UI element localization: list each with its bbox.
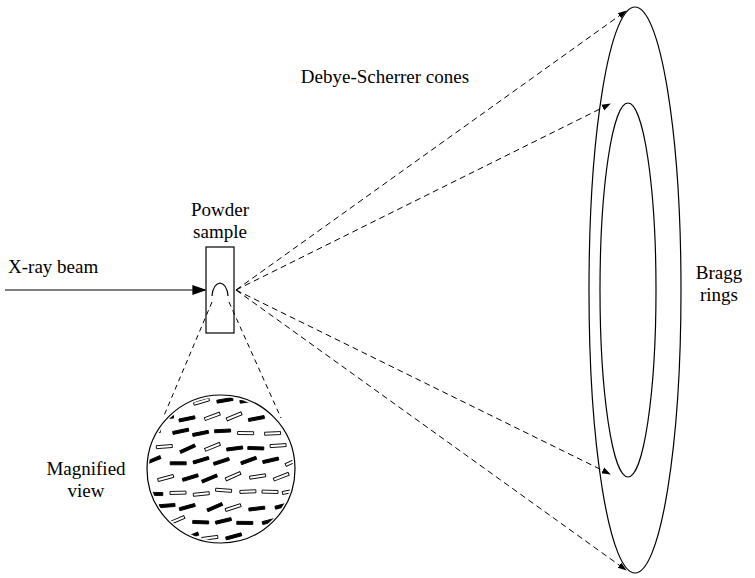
grain [248,446,264,450]
grain [158,474,174,481]
grain [193,520,209,524]
magnified-circle [147,395,295,543]
grain [156,444,172,448]
grain [240,490,256,494]
grain [202,535,218,540]
grain [226,533,242,540]
grain [263,457,279,463]
grain [227,446,243,451]
grain [265,432,281,436]
grain [205,442,221,451]
grain [193,492,209,497]
grain [160,535,176,542]
grain [180,444,196,453]
grain [283,400,299,404]
rings-label: Bragg rings [686,262,752,306]
grain [169,516,185,525]
grain [240,398,256,403]
grain [275,502,291,509]
grain [193,456,209,463]
grain [252,536,268,539]
inner-bragg-ring [600,103,656,477]
grain [217,397,233,403]
grain [182,474,198,482]
grain [225,472,241,481]
grain [215,518,231,525]
grain [147,492,163,495]
xray-beam [5,289,205,290]
grain [270,444,286,448]
grain [262,518,278,525]
debye-scherrer-cones [236,11,626,570]
sample-holder [206,247,234,333]
beam-label: X-ray beam [8,256,118,278]
grain [282,489,298,495]
grain [207,502,223,511]
grain [213,457,229,465]
grain [273,472,289,481]
grain [249,474,265,479]
grain [170,491,186,494]
sample-label: Powder sample [180,199,260,243]
grain [297,475,313,479]
grain [204,412,220,420]
grain [297,445,313,453]
grain [202,474,218,483]
grain [147,398,163,407]
grain [260,398,276,402]
cone-label: Debye-Scherrer cones [270,66,500,88]
magnified-label: Magnified view [30,458,142,502]
grain [298,503,314,512]
grain [193,398,209,405]
grain [179,504,195,511]
grain [216,488,232,492]
outer-bragg-ring [589,7,681,573]
sample-grain [212,283,228,296]
grain [249,506,265,511]
grain [179,416,195,422]
grain [173,428,189,434]
grain [238,431,254,434]
grain [159,503,175,507]
grain [285,457,301,466]
grain [286,518,302,526]
grain [147,518,163,524]
grain [215,429,231,433]
magnify-lines [163,302,281,418]
grain [272,533,288,542]
grain [226,412,242,421]
grain [157,415,173,419]
crystallite-grains [144,397,315,542]
grain [262,490,278,493]
grain [183,532,199,541]
grain [237,521,253,524]
grain [192,430,208,436]
grain [225,504,241,512]
grain [274,415,290,419]
grain [241,456,257,464]
grain [145,456,161,465]
grain [248,416,264,422]
grain [144,429,160,433]
grain [170,398,186,407]
grain [299,534,315,541]
grain [294,413,310,419]
grain [285,427,301,434]
grain [170,462,186,465]
